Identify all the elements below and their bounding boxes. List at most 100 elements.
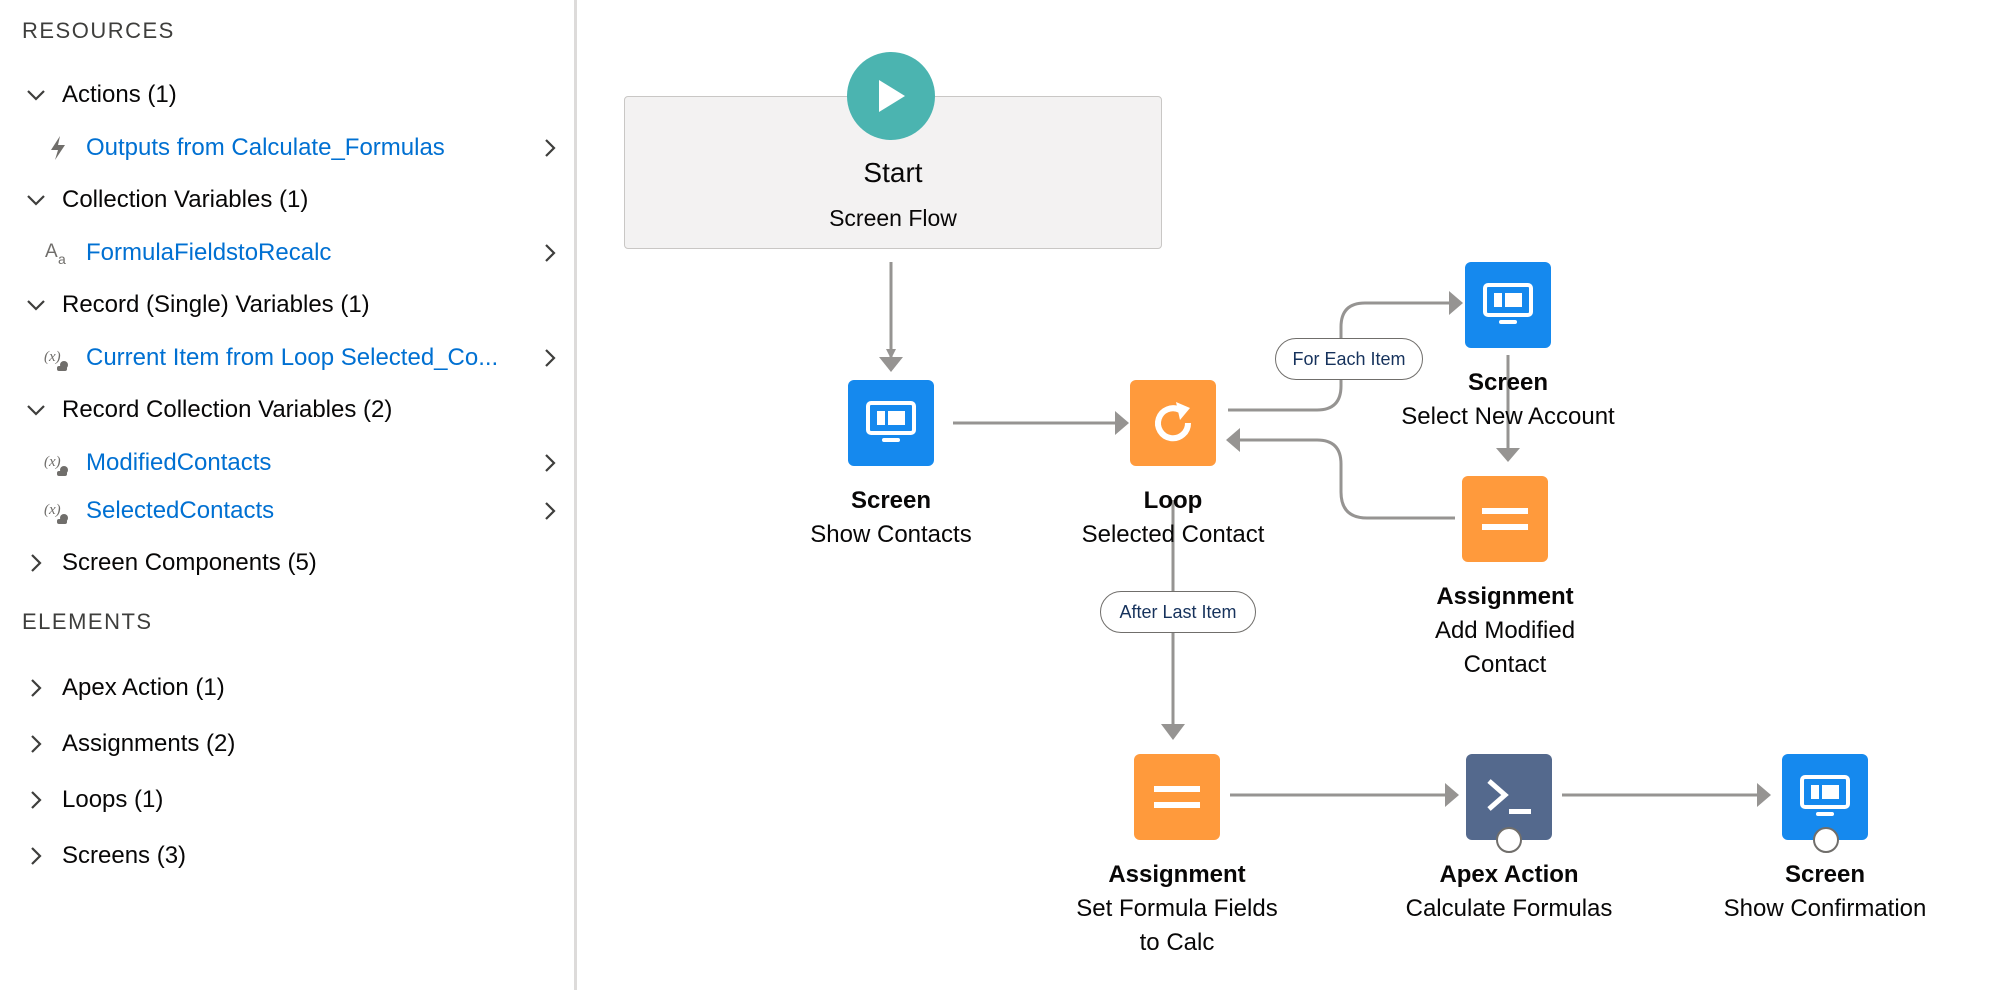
- start-title: Start: [863, 157, 923, 188]
- element-label: Loops (1): [62, 786, 164, 813]
- section-collection-variables[interactable]: Collection Variables (1): [0, 178, 577, 222]
- section-label: Actions (1): [62, 81, 177, 108]
- after-last-item-label[interactable]: After Last Item: [1100, 591, 1256, 633]
- svg-text:(x): (x): [44, 502, 61, 518]
- node-type: Loop: [1143, 487, 1203, 514]
- node-set-formula-label: Assignment Set Formula Fields to Calc: [1067, 858, 1287, 960]
- node-type: Assignment: [1108, 861, 1246, 888]
- connector-handle-icon[interactable]: [1813, 827, 1839, 853]
- chevron-right-icon: [24, 551, 48, 575]
- chevron-down-icon: [24, 398, 48, 422]
- loop-icon[interactable]: [1130, 380, 1216, 466]
- node-name: Show Contacts: [810, 521, 972, 548]
- svg-text:(x): (x): [44, 454, 61, 470]
- arrowhead: [1115, 411, 1129, 435]
- arrowhead: [879, 357, 903, 372]
- element-label: Apex Action (1): [62, 674, 225, 701]
- node-name: Set Formula Fields: [1076, 895, 1278, 922]
- section-actions[interactable]: Actions (1): [0, 73, 577, 117]
- resource-link[interactable]: SelectedContacts: [86, 497, 275, 524]
- section-label: Record (Single) Variables (1): [62, 291, 370, 318]
- chevron-down-icon: [24, 83, 48, 107]
- section-label: Screen Components (5): [62, 549, 317, 576]
- node-type: Screen: [850, 487, 932, 514]
- connector-assignment-loop[interactable]: [1240, 438, 1455, 520]
- resource-link[interactable]: Outputs from Calculate_Formulas: [86, 134, 445, 161]
- element-screens[interactable]: Screens (3): [0, 834, 577, 878]
- connector-handle-icon[interactable]: [1496, 827, 1522, 853]
- record-variable-icon: (x): [44, 449, 72, 477]
- chevron-right-icon: [24, 732, 48, 756]
- resources-heading: RESOURCES: [22, 18, 175, 43]
- node-name: Contact: [1463, 651, 1547, 678]
- assignment-icon[interactable]: [1134, 754, 1220, 840]
- chevron-right-icon[interactable]: [540, 451, 560, 475]
- connectors: [879, 262, 1771, 807]
- node-loop-label: Loop Selected Contact: [1073, 484, 1273, 552]
- svg-text:a: a: [58, 251, 66, 267]
- node-type: Apex Action: [1439, 861, 1579, 888]
- element-apex-action[interactable]: Apex Action (1): [0, 666, 577, 710]
- resource-link[interactable]: FormulaFieldstoRecalc: [86, 239, 332, 266]
- element-label: Screens (3): [62, 842, 187, 869]
- chevron-down-icon: [24, 293, 48, 317]
- resource-link[interactable]: ModifiedContacts: [86, 449, 272, 476]
- svg-text:(x): (x): [44, 349, 61, 365]
- chevron-right-icon: [24, 788, 48, 812]
- node-add-modified-label: Assignment Add Modified Contact: [1405, 580, 1605, 682]
- section-label: Record Collection Variables (2): [62, 396, 393, 423]
- arrowhead: [1161, 724, 1185, 740]
- arrowhead: [1757, 783, 1771, 807]
- node-name: Select New Account: [1401, 403, 1615, 430]
- chevron-down-icon: [24, 188, 48, 212]
- resource-link[interactable]: Current Item from Loop Selected_Co...: [86, 344, 499, 371]
- node-confirmation-label: Screen Show Confirmation: [1695, 858, 1955, 926]
- resource-sidebar: RESOURCES Actions (1) Outputs from Calcu…: [0, 0, 577, 990]
- svg-text:A: A: [45, 241, 58, 262]
- node-name: Calculate Formulas: [1405, 895, 1613, 922]
- resource-item-modified-contacts[interactable]: (x) ModifiedContacts: [0, 441, 577, 485]
- node-apex-label: Apex Action Calculate Formulas: [1389, 858, 1629, 926]
- start-node[interactable]: Start Screen Flow: [624, 96, 1162, 249]
- arrowhead: [1226, 428, 1240, 452]
- resource-item-current-item[interactable]: (x) Current Item from Loop Selected_Co..…: [0, 336, 577, 380]
- screen-icon[interactable]: [1465, 262, 1551, 348]
- resource-item-outputs[interactable]: Outputs from Calculate_Formulas: [0, 126, 577, 170]
- chevron-right-icon[interactable]: [540, 346, 560, 370]
- assignment-icon[interactable]: [1462, 476, 1548, 562]
- chevron-right-icon[interactable]: [540, 136, 560, 160]
- node-type: Assignment: [1436, 583, 1574, 610]
- lightning-icon: [44, 134, 72, 162]
- chevron-right-icon: [24, 676, 48, 700]
- screen-icon[interactable]: [848, 380, 934, 466]
- node-type: Screen: [1784, 861, 1866, 888]
- record-variable-icon: (x): [44, 344, 72, 372]
- element-loops[interactable]: Loops (1): [0, 778, 577, 822]
- section-screen-components[interactable]: Screen Components (5): [0, 541, 577, 585]
- start-subtitle: Screen Flow: [829, 205, 957, 231]
- for-each-item-label[interactable]: For Each Item: [1275, 338, 1423, 380]
- arrowhead: [1449, 291, 1463, 315]
- element-assignments[interactable]: Assignments (2): [0, 722, 577, 766]
- section-record-single-variables[interactable]: Record (Single) Variables (1): [0, 283, 577, 327]
- flow-canvas[interactable]: Start Screen Flow Screen Show Contacts L…: [577, 0, 2004, 990]
- record-variable-icon: (x): [44, 497, 72, 525]
- node-name: Selected Contact: [1081, 521, 1265, 548]
- section-label: Collection Variables (1): [62, 186, 309, 213]
- node-name: to Calc: [1139, 929, 1215, 956]
- arrowhead: [1445, 783, 1459, 807]
- play-icon[interactable]: [847, 52, 935, 140]
- screen-icon[interactable]: [1782, 754, 1868, 840]
- resource-item-selected-contacts[interactable]: (x) SelectedContacts: [0, 489, 577, 533]
- elements-heading: ELEMENTS: [22, 609, 153, 634]
- section-record-collection-variables[interactable]: Record Collection Variables (2): [0, 388, 577, 432]
- chevron-right-icon[interactable]: [540, 499, 560, 523]
- node-name: Show Confirmation: [1723, 895, 1927, 922]
- element-label: Assignments (2): [62, 730, 236, 757]
- chevron-right-icon[interactable]: [540, 241, 560, 265]
- node-name: Add Modified: [1434, 617, 1576, 644]
- apex-icon[interactable]: [1466, 754, 1552, 840]
- arrowhead: [1496, 448, 1520, 462]
